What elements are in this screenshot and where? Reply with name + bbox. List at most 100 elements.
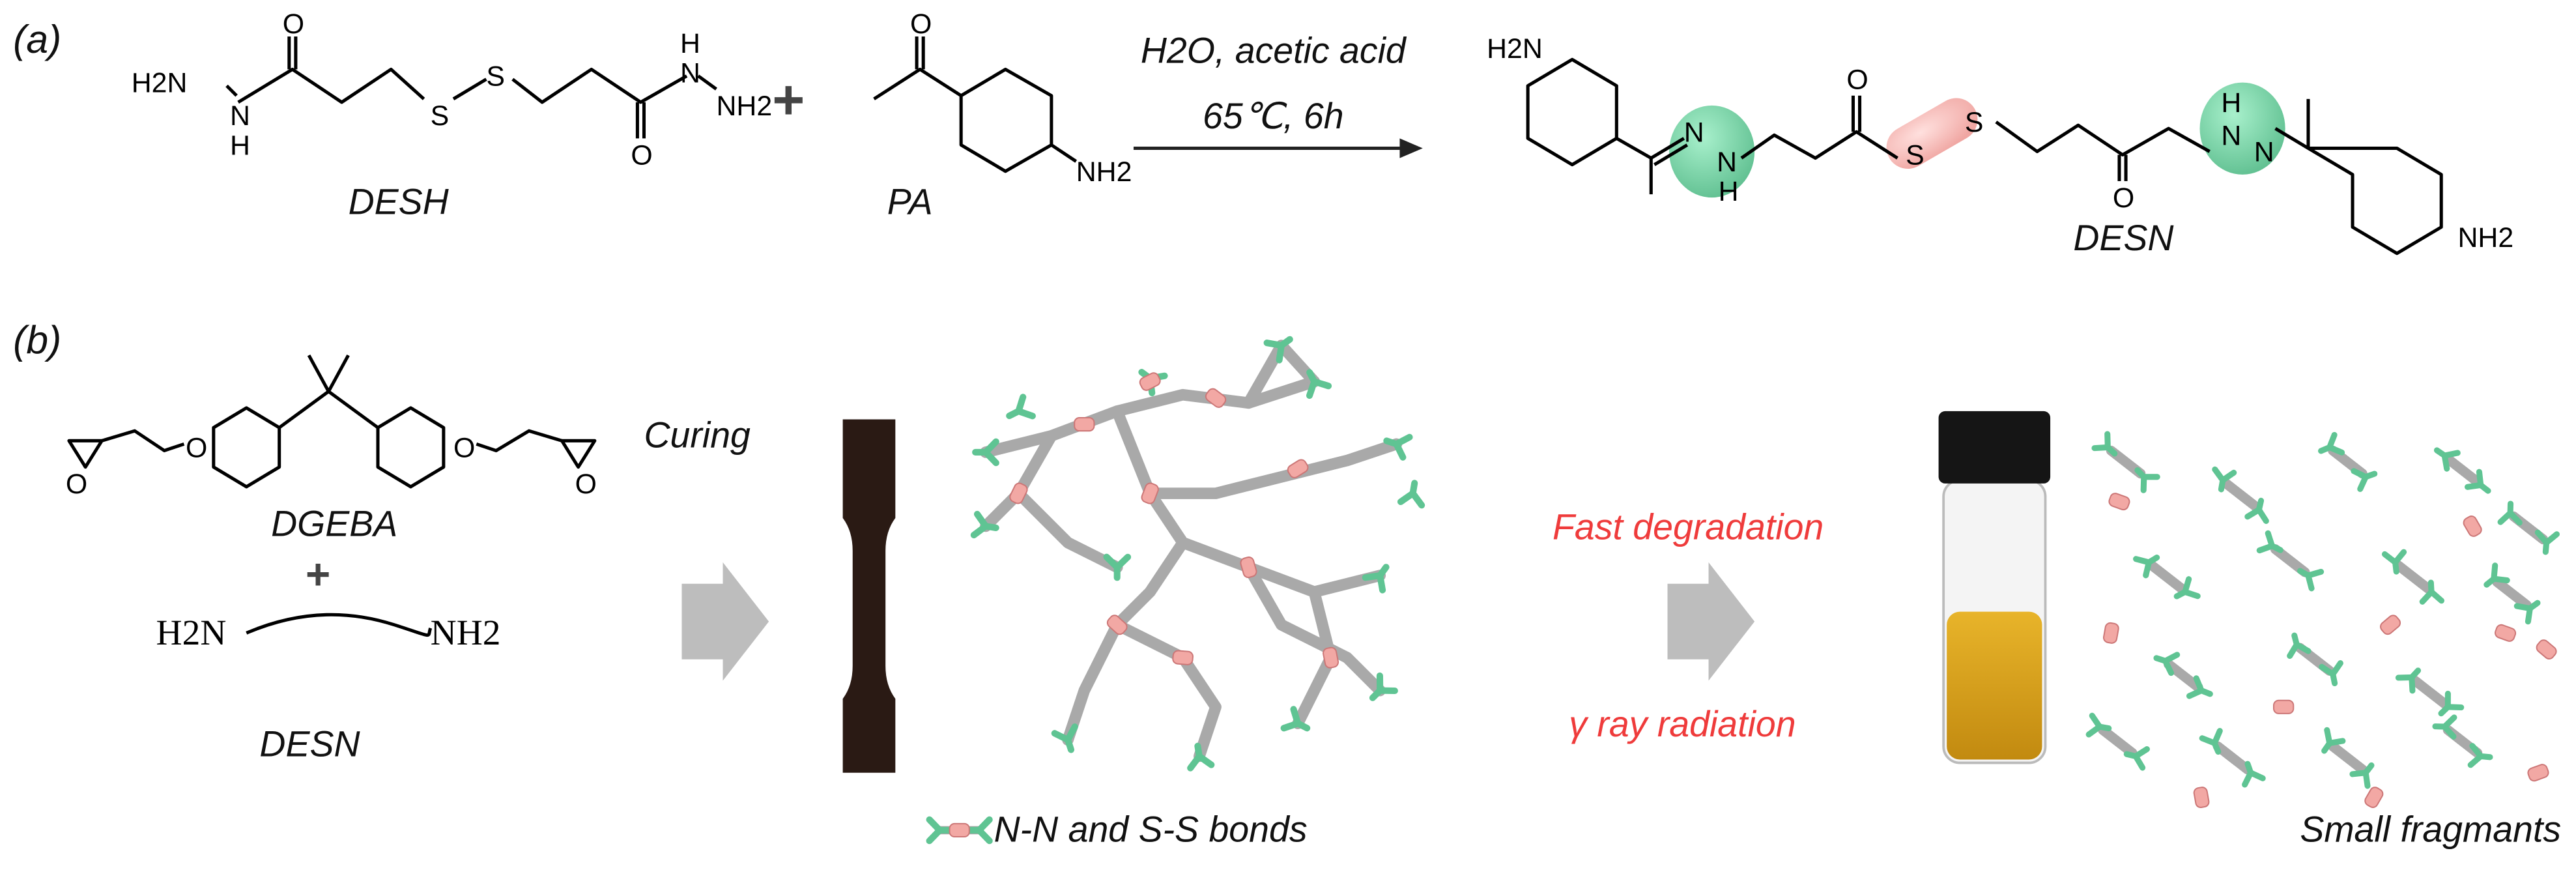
curing-label: Curing <box>644 414 751 455</box>
desn-structure: H2N N N H O S S O H N N NH2 DESN <box>1487 33 2513 258</box>
nn-bond-end <box>2392 559 2399 575</box>
nn-bond-end <box>982 523 999 532</box>
atom-label: O <box>2113 182 2134 214</box>
atom-label: N <box>2254 137 2274 168</box>
atom-label: S <box>1906 140 1925 171</box>
fragment <box>2147 560 2187 594</box>
nn-bond-end <box>2268 543 2283 553</box>
polymer-network <box>970 336 1425 772</box>
atom-label: N <box>680 58 700 89</box>
desn-hardener: H2N NH2 DESN <box>156 613 501 764</box>
atom-label: N <box>1717 147 1737 178</box>
legend-label: N-N and S-S bonds <box>994 809 1308 850</box>
amine-right: NH2 <box>431 613 501 652</box>
nn-bond-end <box>2134 467 2147 480</box>
legend: N-N and S-S bonds <box>926 809 1308 850</box>
ss-bond-capsule <box>2364 787 2384 808</box>
pa-structure: O NH2 PA <box>873 8 1132 222</box>
atom-label: N <box>230 100 250 132</box>
ss-bond-capsule <box>2380 615 2401 635</box>
nn-bond-end <box>2123 751 2139 760</box>
atom-label: N <box>1684 117 1704 148</box>
desh-structure: H2N N H O S S O N H NH2 DESH <box>132 8 772 222</box>
ss-bond-capsule <box>1287 459 1309 478</box>
ss-bond-capsule <box>2463 515 2482 537</box>
atom-label: H <box>230 130 250 162</box>
degradation-arrow-icon <box>1667 562 1755 681</box>
nn-bond-end <box>1278 336 1293 349</box>
nn-bond-end <box>2097 723 2112 732</box>
nn-bond-end <box>1194 742 1203 760</box>
nn-bond-end <box>1065 736 1075 753</box>
panel-a: (a) H2N N H O S S O N H NH2 DESH + <box>13 8 2513 258</box>
atom-label: O <box>575 469 597 500</box>
ss-bond-capsule <box>1240 556 1257 579</box>
ss-bond-capsule <box>1139 372 1161 391</box>
gamma-radiation-label: γ ray radiation <box>1569 704 1796 744</box>
cured-sample-dogbone <box>842 419 896 773</box>
nn-bond-end <box>2542 540 2550 555</box>
ss-bond-capsule <box>1323 646 1339 669</box>
nn-bond-end <box>2438 704 2451 717</box>
nn-bond-end <box>2104 444 2118 457</box>
polymer-chain <box>1144 438 1403 499</box>
ss-bond-capsule <box>2273 699 2295 714</box>
fragment <box>2212 741 2253 775</box>
ss-bond-capsule <box>1106 615 1128 635</box>
desh-label: DESH <box>349 181 450 222</box>
atom-label: O <box>66 469 87 500</box>
ss-bond-capsule <box>1172 650 1194 665</box>
bond-legend-icon <box>926 816 993 845</box>
atom-label: O <box>186 433 207 464</box>
nn-bond-end <box>2362 471 2378 480</box>
atom-label: S <box>1965 107 1984 138</box>
ss-bond-capsule <box>1141 482 1159 504</box>
nn-bond-end <box>1295 720 1311 732</box>
nn-bond-end <box>2173 588 2188 600</box>
nn-bond-end <box>2255 497 2265 513</box>
atom-label: H <box>1719 176 1739 207</box>
atom-label: NH2 <box>1076 156 1132 188</box>
nn-bond-end <box>2297 568 2311 579</box>
nn-bond-end <box>1377 564 1390 579</box>
atom-label: O <box>910 8 932 40</box>
fragment <box>2098 725 2138 759</box>
plus-sign: + <box>772 68 805 131</box>
panel-a-label: (a) <box>13 17 61 61</box>
atom-label: N <box>2221 120 2241 151</box>
nn-bond-end <box>1383 437 1400 448</box>
polymer-chain <box>1242 561 1386 697</box>
nn-bond-end <box>1306 369 1318 385</box>
nn-bond-end <box>2433 447 2448 459</box>
nn-bond-end <box>1409 480 1418 497</box>
atom-label: H2N <box>1487 33 1543 65</box>
polymer-chain <box>1012 487 1123 573</box>
reaction-arrow: H2O, acetic acid 65℃, 6h <box>1133 30 1423 158</box>
curing-arrow-icon <box>681 562 769 681</box>
small-fragments <box>2085 431 2560 808</box>
nn-bond-end <box>2318 444 2333 454</box>
ss-bond-capsule <box>2193 787 2210 808</box>
ss-bond-capsule <box>1205 388 1227 408</box>
nn-bond-end <box>2145 555 2160 566</box>
desn-product-label: DESN <box>2073 218 2174 258</box>
panel-b: (b) O O O O DGEBA + H2N NH2 DESN Curing <box>13 318 2561 850</box>
nn-bond-end <box>2362 762 2375 776</box>
atom-label: H <box>2221 87 2241 119</box>
nn-bond-end <box>2321 740 2333 754</box>
atom-label: O <box>631 140 652 171</box>
ss-bond-capsule <box>2527 764 2549 782</box>
atom-label: NH2 <box>716 91 772 122</box>
nn-bond-end <box>1006 407 1022 420</box>
fast-degradation-label: Fast degradation <box>1553 507 1824 547</box>
nn-bond-end <box>2526 600 2541 612</box>
result-label: Small fragmants <box>2300 809 2561 850</box>
nn-bond-end <box>2483 575 2497 588</box>
nn-bond-end <box>2198 688 2213 697</box>
fragment <box>2410 675 2450 709</box>
ss-bond-capsule <box>2536 639 2557 660</box>
nn-bond-end <box>2244 761 2254 776</box>
atom-label: S <box>431 100 450 132</box>
nn-bond-end <box>2478 753 2493 761</box>
plus-sign: + <box>306 550 330 598</box>
